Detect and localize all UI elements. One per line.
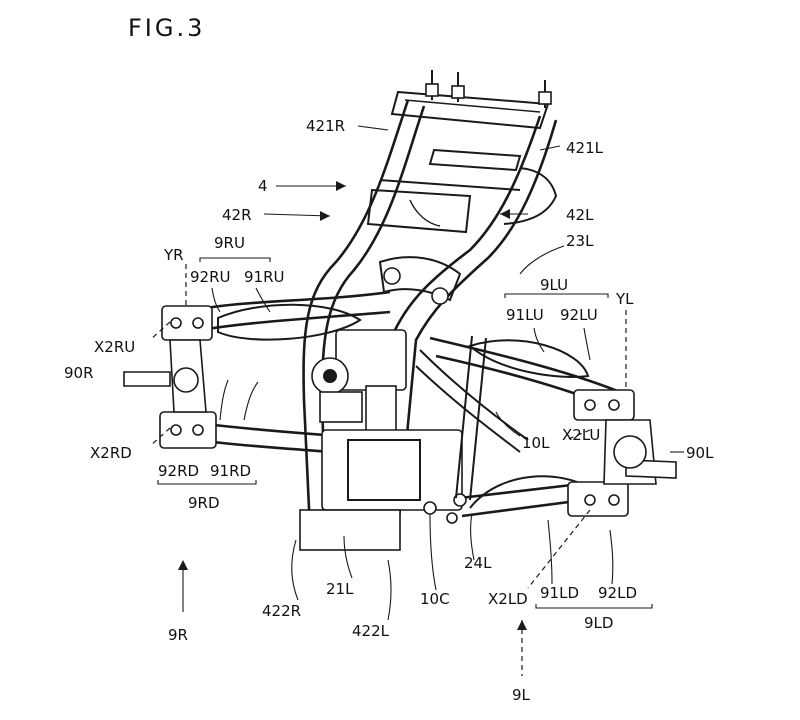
label-YR: YR bbox=[163, 246, 184, 264]
label-9RD: 9RD bbox=[188, 494, 220, 512]
arrowheads bbox=[178, 181, 527, 630]
label-92RU: 92RU bbox=[190, 268, 231, 286]
label-421L: 421L bbox=[566, 139, 604, 157]
label-91RU: 91RU bbox=[244, 268, 285, 286]
label-91LD: 91LD bbox=[540, 584, 579, 602]
label-42L: 42L bbox=[566, 206, 594, 224]
label-24L: 24L bbox=[464, 554, 492, 572]
label-92LU: 92LU bbox=[560, 306, 598, 324]
label-9RU: 9RU bbox=[214, 234, 245, 252]
figure-title: FIG.3 bbox=[128, 14, 205, 42]
label-92RD: 92RD bbox=[158, 462, 199, 480]
label-X2LD: X2LD bbox=[488, 590, 528, 608]
leader-lines bbox=[157, 125, 684, 621]
axis-lines bbox=[149, 264, 627, 676]
label-X2RD: X2RD bbox=[90, 444, 132, 462]
label-422R: 422R bbox=[262, 602, 301, 620]
label-91RD: 91RD bbox=[210, 462, 251, 480]
right-knuckle bbox=[123, 305, 217, 449]
label-4: 4 bbox=[258, 177, 268, 195]
label-10L: 10L bbox=[522, 434, 550, 452]
damper-10L bbox=[415, 335, 529, 501]
lower-frame-body bbox=[299, 429, 467, 551]
label-X2LU: X2LU bbox=[562, 426, 600, 444]
center-actuator bbox=[311, 329, 407, 433]
label-90L: 90L bbox=[686, 444, 714, 462]
label-X2RU: X2RU bbox=[94, 338, 135, 356]
label-9L: 9L bbox=[512, 686, 531, 704]
label-90R: 90R bbox=[64, 364, 94, 382]
label-91LU: 91LU bbox=[506, 306, 544, 324]
top-mount-plate bbox=[390, 70, 552, 130]
label-23L: 23L bbox=[566, 232, 594, 250]
vehicle-frame-drawing bbox=[123, 70, 677, 551]
left-knuckle bbox=[567, 389, 677, 517]
label-21L: 21L bbox=[326, 580, 354, 598]
frame-tube-left bbox=[376, 115, 558, 551]
reference-labels: 421R 421L 4 42R 42L 23L YR 9RU 92RU 91RU… bbox=[64, 117, 714, 704]
label-42R: 42R bbox=[222, 206, 252, 224]
label-421R: 421R bbox=[306, 117, 345, 135]
label-9R: 9R bbox=[168, 626, 188, 644]
label-92LD: 92LD bbox=[598, 584, 637, 602]
label-10C: 10C bbox=[420, 590, 450, 608]
frame-tube-right bbox=[302, 99, 426, 531]
label-9LD: 9LD bbox=[584, 614, 613, 632]
label-9LU: 9LU bbox=[540, 276, 568, 294]
label-422L: 422L bbox=[352, 622, 390, 640]
label-YL: YL bbox=[615, 290, 634, 308]
